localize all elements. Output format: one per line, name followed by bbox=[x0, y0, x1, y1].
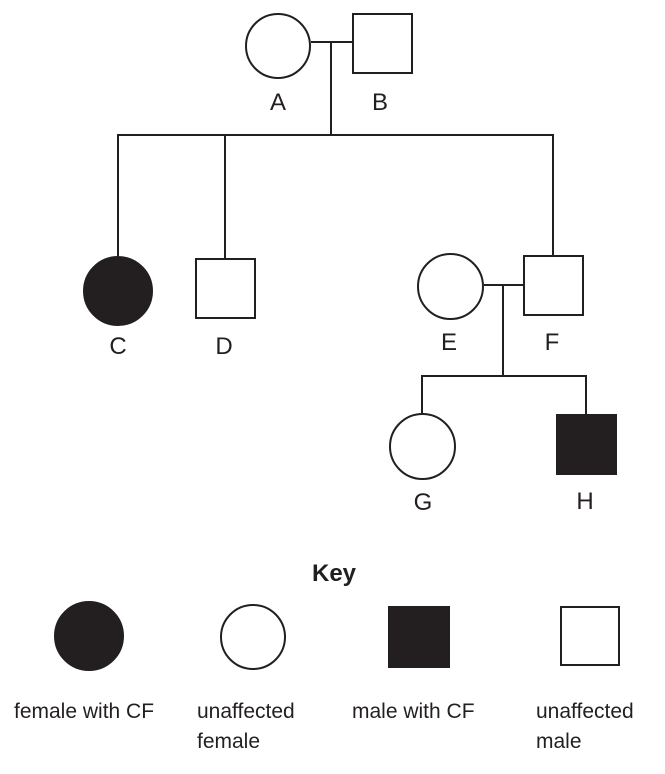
individual-c-label: C bbox=[109, 333, 127, 360]
individual-d-label: D bbox=[215, 333, 233, 360]
key-caption-female-with-cf: female with CF bbox=[14, 697, 154, 727]
individual-g-circle bbox=[389, 413, 456, 480]
drop-line-h bbox=[585, 375, 587, 415]
key-caption-line: unaffected bbox=[197, 700, 295, 723]
individual-f-square bbox=[523, 255, 584, 316]
key-caption-line: unaffected bbox=[536, 700, 634, 723]
individual-h-label: H bbox=[576, 488, 594, 515]
individual-a-circle bbox=[245, 13, 311, 79]
key-caption-unaffected-female: unaffected female bbox=[197, 697, 295, 757]
key-filled-square-symbol bbox=[388, 606, 450, 668]
key-caption-line: female with CF bbox=[14, 700, 155, 723]
descent-line-ef bbox=[502, 285, 504, 377]
individual-f-label: F bbox=[544, 329, 560, 356]
drop-line-d bbox=[224, 134, 226, 258]
individual-d-square bbox=[195, 258, 256, 319]
individual-h-square bbox=[556, 414, 617, 475]
key-caption-male-with-cf: male with CF bbox=[352, 697, 475, 727]
drop-line-g bbox=[421, 375, 423, 414]
drop-line-c bbox=[117, 134, 119, 256]
descent-line-ab bbox=[330, 42, 332, 135]
sibship-line-gen3 bbox=[421, 375, 587, 377]
key-open-square-symbol bbox=[560, 606, 620, 666]
individual-e-circle bbox=[417, 253, 484, 320]
individual-e-label: E bbox=[440, 329, 457, 356]
individual-c-circle bbox=[83, 256, 153, 326]
key-caption-line: male with CF bbox=[352, 700, 475, 723]
individual-b-label: B bbox=[371, 89, 388, 116]
key-caption-unaffected-male: unaffected male bbox=[536, 697, 634, 757]
drop-line-f bbox=[552, 134, 554, 255]
key-caption-line: female bbox=[197, 730, 261, 753]
individual-g-label: G bbox=[413, 489, 433, 516]
individual-a-label: A bbox=[269, 89, 286, 116]
key-caption-line: male bbox=[536, 730, 582, 753]
key-open-circle-symbol bbox=[220, 604, 286, 670]
sibship-line-gen2 bbox=[117, 134, 554, 136]
key-title: Key bbox=[311, 560, 357, 587]
individual-b-square bbox=[352, 13, 413, 74]
key-filled-circle-symbol bbox=[54, 601, 124, 671]
